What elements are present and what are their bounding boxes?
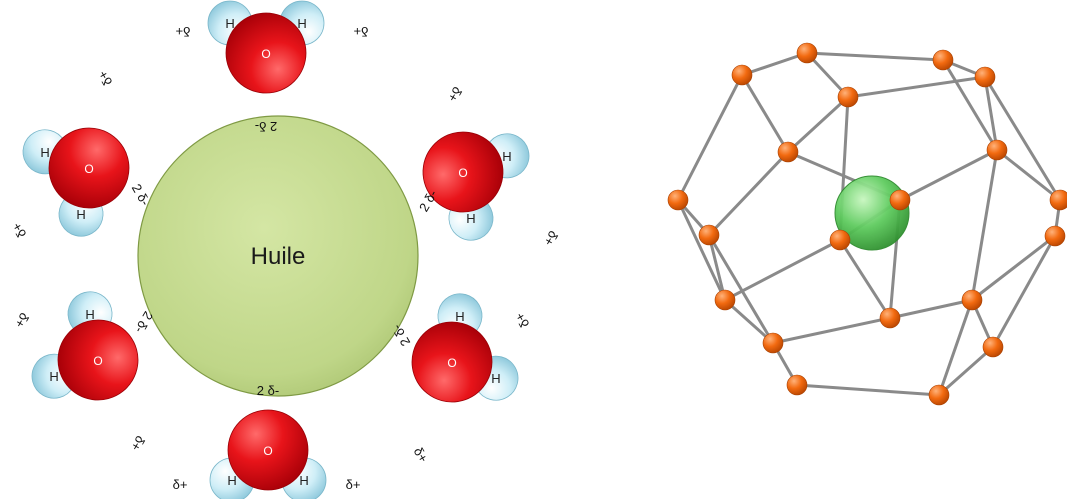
cage-node (974, 66, 996, 88)
cage-bond (970, 148, 999, 302)
cage-bond (846, 75, 987, 99)
cage-bond (970, 234, 1057, 302)
oxygen-label: O (447, 356, 456, 370)
partial-charge-positive: δ+ (411, 445, 431, 465)
partial-charge-positive: δ+ (128, 433, 148, 453)
cage-bond (983, 75, 999, 152)
cage-bond (995, 148, 1062, 202)
cage-bond (941, 58, 999, 152)
oxygen-sphere (48, 127, 130, 209)
cage-node (982, 336, 1004, 358)
cage-bond (838, 238, 892, 320)
clathrate-cage (667, 42, 1067, 406)
cage-nodes (667, 42, 1067, 406)
oxygen-label: O (458, 166, 467, 180)
oxygen-sphere (57, 319, 139, 401)
cage-bond (723, 298, 775, 345)
hydrogen-label: H (297, 16, 306, 31)
oil-label: Huile (251, 243, 306, 270)
partial-charge-positive: δ+ (346, 477, 361, 492)
cage-bond (805, 51, 945, 62)
cage-node (698, 224, 720, 246)
oxygen-sphere (411, 321, 493, 403)
cage-bond (991, 234, 1057, 349)
cage-node (786, 374, 808, 396)
cage-bond (888, 298, 974, 320)
water-molecule: H H O (422, 131, 530, 241)
cage-node (986, 139, 1008, 161)
hydrogen-label: H (491, 371, 500, 386)
partial-charge-positive: δ+ (9, 220, 29, 240)
oxygen-label: O (84, 162, 93, 176)
cage-node (837, 86, 859, 108)
partial-charge-positive: δ+ (173, 477, 188, 492)
water-molecule: H H O (22, 127, 130, 237)
cage-node (777, 141, 799, 163)
cage-node (961, 289, 983, 311)
cage-bond (786, 95, 850, 154)
hydrogen-label: H (227, 473, 236, 488)
water-molecule: H H O (411, 293, 519, 403)
partial-charge-positive: δ+ (541, 228, 561, 248)
oxygen-sphere (422, 131, 504, 213)
hydrogen-label: H (225, 16, 234, 31)
hydrogen-label: H (40, 145, 49, 160)
cage-node (829, 229, 851, 251)
cage-bond (676, 198, 727, 302)
partial-charge-positive: δ+ (445, 84, 465, 104)
hydrogen-label: H (502, 149, 511, 164)
partial-charge-positive: δ+ (176, 24, 191, 39)
cage-bond (676, 73, 744, 202)
hydrogen-label: H (85, 307, 94, 322)
cage-bond (937, 298, 974, 397)
cage-bond (937, 345, 995, 397)
partial-charge-positive: δ+ (12, 310, 32, 330)
partial-charge-positive: δ+ (354, 24, 369, 39)
cage-bond (707, 233, 775, 345)
hydrogen-label: H (466, 211, 475, 226)
cage-node (932, 49, 954, 71)
cage-bond (983, 75, 1062, 202)
water-molecule: H H O (31, 291, 139, 401)
oxygen-label: O (93, 354, 102, 368)
hydrogen-label: H (299, 473, 308, 488)
water-molecule: H H O (207, 0, 325, 94)
partial-charge-positive: δ+ (512, 310, 532, 330)
cage-bond (740, 51, 809, 77)
cage-node (1049, 189, 1067, 211)
cage-node (714, 289, 736, 311)
cage-bond (740, 73, 790, 154)
cage-bond (898, 148, 999, 202)
cage-node (1044, 225, 1066, 247)
cage-node (879, 307, 901, 329)
oxygen-label: O (263, 444, 272, 458)
partial-charge-negative: 2 δ- (257, 383, 279, 398)
oxygen-sphere (227, 409, 309, 491)
water-molecule: H H O (209, 409, 327, 499)
cage-node (667, 189, 689, 211)
cage-bond (771, 316, 892, 345)
hydrogen-label: H (76, 207, 85, 222)
cage-bond (707, 233, 727, 302)
oxygen-label: O (261, 47, 270, 61)
cage-bond (795, 383, 941, 397)
cage-bond (707, 150, 790, 237)
cage-node (762, 332, 784, 354)
oxygen-sphere (225, 12, 307, 94)
cage-node (796, 42, 818, 64)
partial-charge-negative: 2 δ- (255, 119, 277, 134)
cage-node (928, 384, 950, 406)
cage-node (889, 189, 911, 211)
guest-molecule (834, 175, 910, 251)
hydrogen-label: H (455, 309, 464, 324)
cage-bond (723, 238, 842, 302)
hydrogen-label: H (49, 369, 58, 384)
cage-node (731, 64, 753, 86)
partial-charge-positive: δ+ (95, 68, 115, 88)
oil-droplet (137, 115, 419, 397)
